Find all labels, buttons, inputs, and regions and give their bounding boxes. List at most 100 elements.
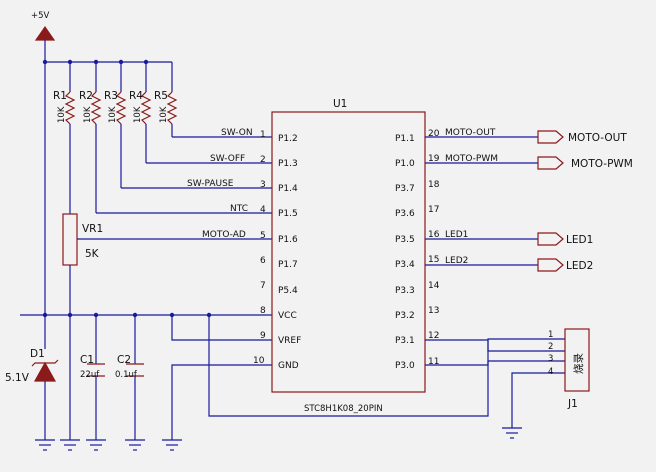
right-wires [425,136,565,428]
vref-wire [171,315,272,341]
j1-pin-2: 2 [548,342,553,352]
pin-num: 19 [428,154,440,164]
pin-num: 17 [428,205,439,215]
pin-name: P1.7 [278,260,298,270]
resistor-r1: R1 10K [53,62,76,214]
port-label: MOTO-OUT [568,132,627,144]
resistor-r2: R2 10K [79,62,272,214]
connector-j1: 1 2 3 4 烧录 J1 [548,328,590,410]
pin-num: 13 [428,306,439,316]
port-moto-out: MOTO-OUT [537,130,627,144]
r4-ref: R4 [129,90,143,102]
u1-right-pins: 20 P1.1 MOTO-OUT 19 P1.0 MOTO-PWM 18 P3.… [395,128,498,371]
pin-name: P3.6 [395,209,415,219]
pin-name: P3.0 [395,361,415,371]
net-label: LED1 [445,230,468,240]
pin-num: 16 [428,230,440,240]
net-label: NTC [230,204,248,214]
pin-name: P3.4 [395,260,415,270]
j1-vcc-wire [208,315,565,417]
net-label: SW-ON [221,128,253,138]
j1-ref: J1 [567,398,578,410]
port-moto-pwm: MOTO-PWM [537,156,633,170]
mcu-u1: U1 STC8H1K08_20PIN [271,98,426,414]
pin-num: 20 [428,129,440,139]
pin-num: 6 [260,256,266,266]
r2-ref: R2 [79,90,93,102]
j1-pin-4: 4 [548,367,553,377]
r3-ref: R3 [104,90,118,102]
port-label: MOTO-PWM [571,158,633,170]
pin-name: P1.1 [395,134,415,144]
capacitor-c1: C1 22uf [80,315,105,440]
r5-ref: R5 [154,90,168,102]
pin-name: P1.6 [278,235,298,245]
d1-value: 5.1V [5,372,30,384]
potentiometer-vr1: VR1 5K [62,213,272,440]
c2-ref: C2 [117,354,131,366]
net-label: MOTO-OUT [445,128,496,138]
pin-name: GND [278,361,299,371]
pin-num: 10 [253,356,265,366]
vr1-value: 5K [85,248,100,260]
r5-value: 10K [159,106,169,123]
pin-name: P1.5 [278,209,298,219]
pin-name: VCC [278,311,297,321]
r1-value: 10K [57,106,67,123]
net-label: LED2 [445,256,468,266]
port-led2: LED2 [537,258,593,272]
pin-num: 9 [260,331,266,341]
zener-diode-d1: D1 5.1V [5,348,59,440]
vr1-ref: VR1 [82,223,103,235]
pin-num: 5 [260,231,266,241]
pin-name: VREF [278,336,301,346]
c1-value: 22uf [80,370,100,380]
resistor-r4: R4 10K [129,62,272,164]
pin-num: 18 [428,180,440,190]
pin-num: 2 [260,155,266,165]
pin-num: 1 [260,130,266,140]
j1-label: 烧录 [572,353,585,374]
power-5v-symbol: +5V [31,11,56,62]
u1-left-pins: 1 P1.2 SW-ON 2 P1.3 SW-OFF 3 P1.4 SW-PAU… [187,128,301,371]
pin-num: 7 [260,281,266,291]
r2-value: 10K [83,106,93,123]
pin-num: 14 [428,281,440,291]
r4-value: 10K [133,106,143,123]
resistor-r5: R5 10K [154,62,272,138]
power-label: +5V [31,11,50,21]
port-led1: LED1 [537,232,593,246]
port-label: LED2 [566,260,593,272]
c2-value: 0.1uf [115,370,138,380]
pin-num: 12 [428,331,439,341]
pin-name: P3.2 [395,311,415,321]
pin-num: 3 [260,180,266,190]
u1-ref: U1 [333,98,347,110]
c1-ref: C1 [80,354,94,366]
pin-num: 4 [260,205,266,215]
r3-value: 10K [108,106,118,123]
d1-ref: D1 [30,348,45,360]
net-label: MOTO-AD [202,230,246,240]
pin-num: 15 [428,255,439,265]
net-label: MOTO-PWM [445,154,498,164]
pin-name: P1.0 [395,159,415,169]
pin-name: P1.3 [278,159,298,169]
pin-name: P3.1 [395,336,415,346]
j1-pin-3: 3 [548,354,553,364]
pin-name: P1.4 [278,184,298,194]
r1-ref: R1 [53,90,67,102]
pin-name: P1.2 [278,134,298,144]
ground-symbols [35,427,522,451]
port-label: LED1 [566,234,593,246]
pin-num: 8 [260,306,266,316]
j1-pin-1: 1 [548,330,553,340]
pin-name: P3.5 [395,235,415,245]
capacitor-c2: C2 0.1uf [115,315,144,440]
gnd-pin-wire [171,364,272,440]
pin-num: 11 [428,357,439,367]
net-label: SW-OFF [210,154,245,164]
resistor-r3: R3 10K [104,62,272,189]
pin-name: P3.3 [395,286,415,296]
